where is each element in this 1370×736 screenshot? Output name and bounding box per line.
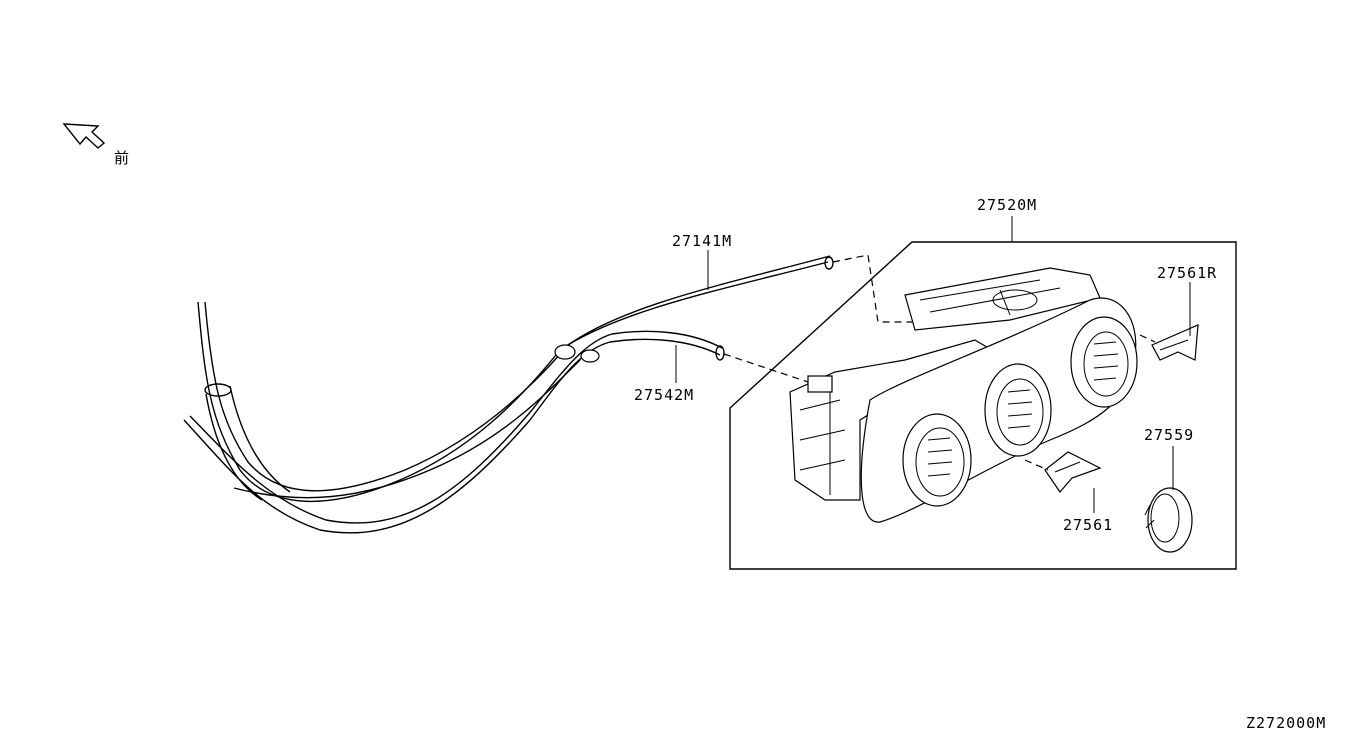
callout-27141m: 27141M bbox=[672, 232, 732, 250]
assembly-frame bbox=[729, 241, 1237, 570]
diagram-code: Z272000M bbox=[1246, 714, 1326, 732]
clip-27561 bbox=[1044, 451, 1102, 493]
clip-27561r bbox=[1151, 324, 1199, 361]
connector-27141m-dashed bbox=[832, 254, 912, 323]
connector-27542m-dashed bbox=[723, 353, 809, 383]
clip-27561-dashed bbox=[1024, 459, 1049, 471]
cable-hose-assembly bbox=[183, 255, 834, 534]
callout-27561r: 27561R bbox=[1157, 264, 1217, 282]
callout-27559: 27559 bbox=[1144, 426, 1194, 444]
heater-control-unit bbox=[789, 267, 1138, 523]
callout-27520m: 27520M bbox=[977, 196, 1037, 214]
clip-27561r-dashed bbox=[1139, 334, 1156, 343]
callout-27542m: 27542M bbox=[634, 386, 694, 404]
front-arrow-icon bbox=[62, 123, 106, 149]
callout-27561: 27561 bbox=[1063, 516, 1113, 534]
knob-27559 bbox=[1144, 487, 1193, 553]
front-direction-label: 前 bbox=[114, 149, 130, 167]
